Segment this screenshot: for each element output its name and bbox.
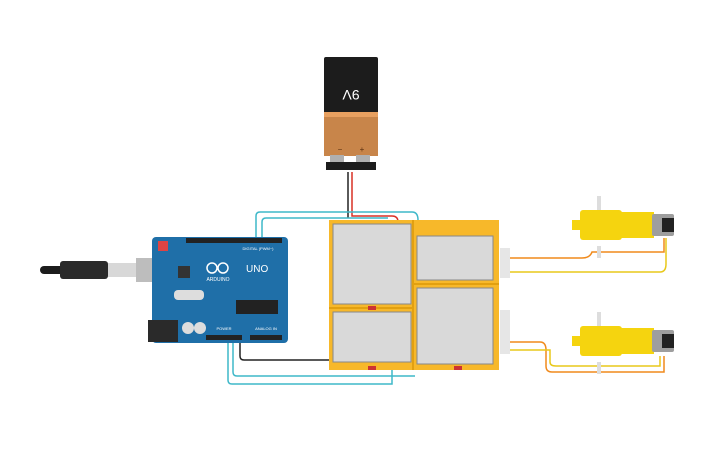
- wire-teal-bottom-1[interactable]: [232, 322, 415, 377]
- reset-button[interactable]: [158, 241, 168, 251]
- driver-module-3[interactable]: [332, 311, 412, 363]
- brand-label: ARDUINO: [206, 277, 229, 283]
- motor-driver-boards[interactable]: [329, 220, 510, 370]
- battery-9v[interactable]: 9V − +: [324, 57, 378, 170]
- model-label: UNO: [246, 264, 268, 275]
- wire-battery-red[interactable]: [351, 172, 399, 228]
- wire-motor1-orange[interactable]: [500, 238, 665, 259]
- arduino-uno[interactable]: DIGITAL (PWM~) ARDUINO UNO POWER ANALOG …: [148, 237, 288, 343]
- driver-module-2[interactable]: [416, 235, 494, 281]
- battery-plus: +: [360, 145, 365, 154]
- power-label: POWER: [216, 326, 231, 331]
- wire-motor2-yellow[interactable]: [500, 349, 661, 367]
- wire-teal-top-2[interactable]: [261, 217, 388, 244]
- wire-teal-top-1[interactable]: [255, 211, 419, 244]
- driver-module-1[interactable]: [332, 223, 412, 305]
- driver-module-4[interactable]: [416, 287, 494, 365]
- wire-motor1-yellow[interactable]: [500, 238, 667, 273]
- analog-label: ANALOG IN: [255, 326, 277, 331]
- dc-motor-1[interactable]: [572, 196, 674, 258]
- battery-label: 9V: [342, 87, 360, 103]
- wire-motor2-orange[interactable]: [500, 341, 665, 373]
- dc-motor-2[interactable]: [572, 312, 674, 374]
- battery-minus: −: [338, 145, 343, 154]
- wire-black-arduino[interactable]: [239, 322, 332, 361]
- usb-cable[interactable]: [40, 258, 170, 282]
- header-digital-label: DIGITAL (PWM~): [243, 246, 275, 251]
- wires: [227, 172, 667, 385]
- wire-teal-bottom-2[interactable]: [227, 322, 393, 385]
